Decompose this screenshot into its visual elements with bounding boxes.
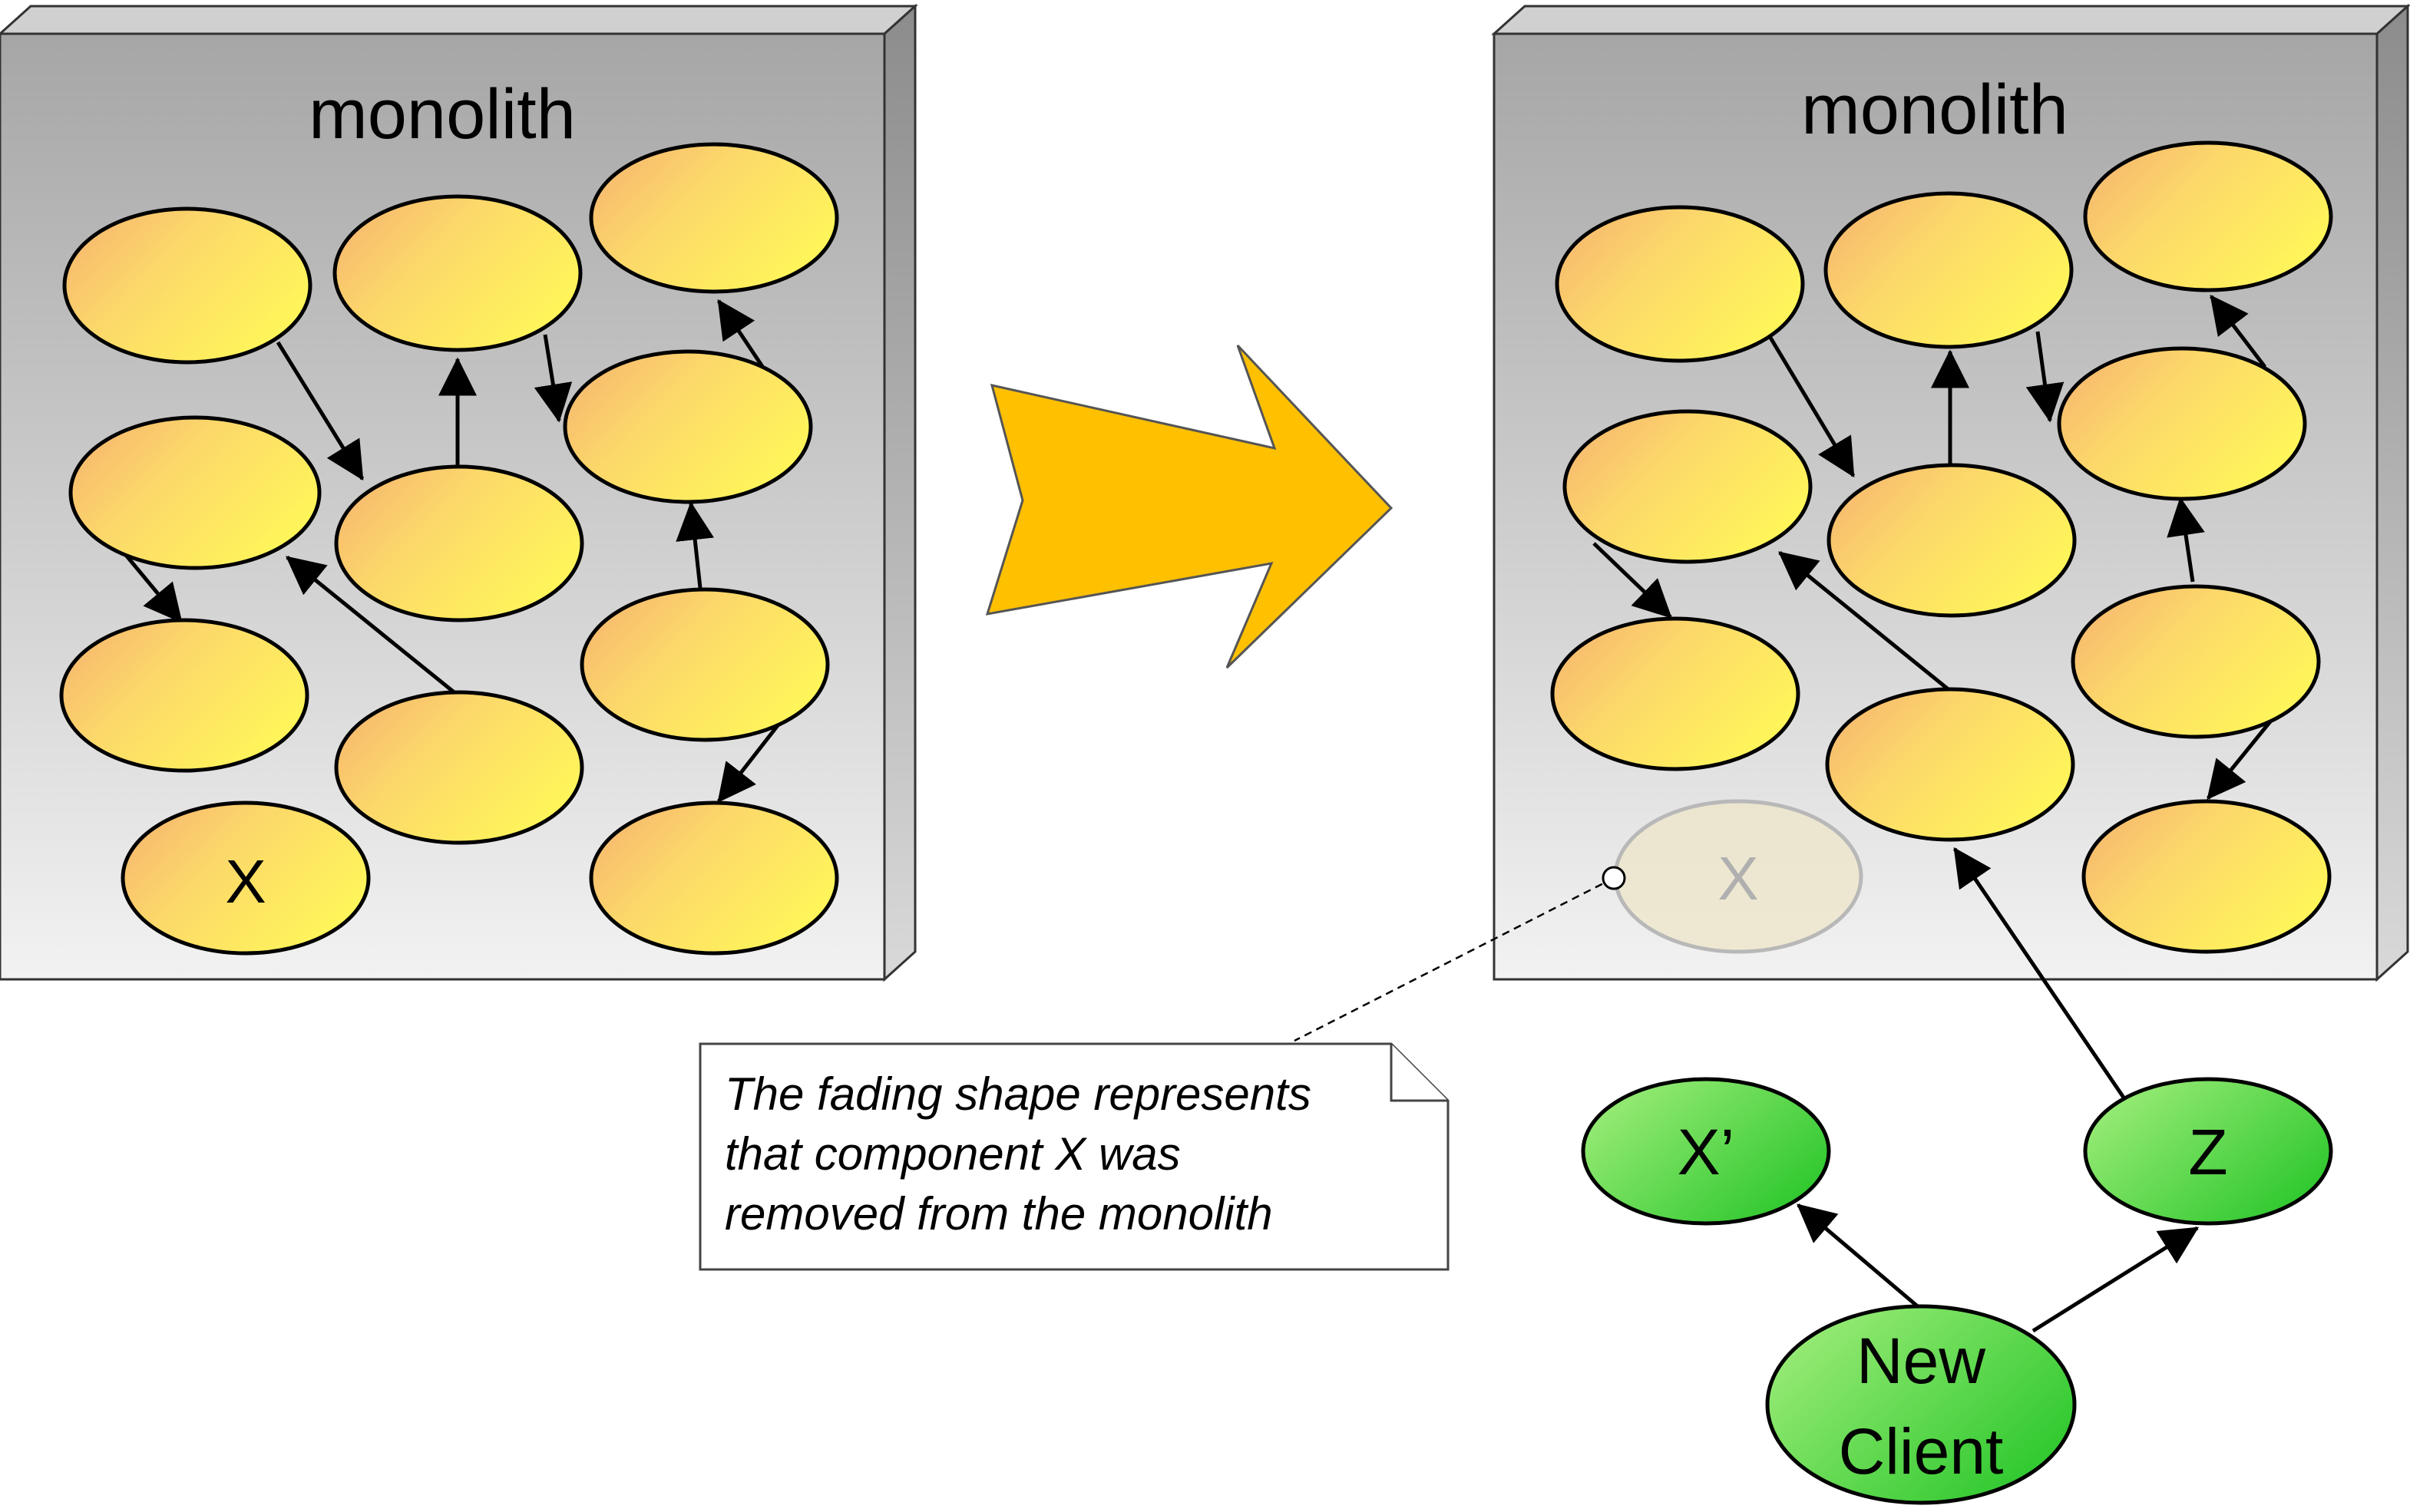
note-line-1: The fading shape represents bbox=[725, 1068, 1311, 1120]
monolith-component bbox=[563, 349, 813, 504]
monolith-component bbox=[589, 801, 839, 956]
removed-component-x-label: X bbox=[1717, 844, 1758, 913]
dependency-arrow bbox=[1778, 551, 1952, 692]
dependency-arrow bbox=[1797, 1203, 1921, 1309]
new-services bbox=[1581, 1077, 2333, 1505]
service-z bbox=[2083, 1077, 2333, 1226]
monolith-component bbox=[580, 587, 830, 742]
note-line-3: removed from the monolith bbox=[725, 1188, 1273, 1240]
dependency-arrow bbox=[120, 548, 183, 623]
dependency-arrow bbox=[2210, 295, 2266, 368]
new-client bbox=[1765, 1304, 2077, 1505]
new-client-label-line-2: Client bbox=[1839, 1415, 2004, 1487]
panel-top-face bbox=[1491, 5, 2410, 35]
transition-arrow bbox=[985, 344, 1393, 669]
panel-top-face bbox=[0, 5, 918, 35]
monolith-component bbox=[334, 690, 584, 845]
panel-side-face bbox=[883, 3, 917, 982]
monolith-component bbox=[332, 194, 583, 352]
note-leader-line bbox=[1294, 876, 1615, 1042]
dependency-arrow bbox=[2167, 497, 2205, 583]
dependency-arrow bbox=[1768, 336, 1856, 478]
monolith-component bbox=[1823, 191, 2074, 349]
note-anchor-point bbox=[1602, 866, 1626, 890]
before-components bbox=[59, 142, 839, 956]
service-x-prime bbox=[1581, 1077, 1831, 1226]
dependency-arrow bbox=[2031, 1226, 2200, 1333]
monolith-component bbox=[334, 464, 584, 622]
dependency-arrow bbox=[276, 341, 365, 481]
dependency-arrow bbox=[676, 501, 715, 589]
monolith-component bbox=[59, 618, 309, 773]
monolith-component bbox=[1827, 463, 2077, 618]
monolith-component bbox=[1562, 409, 1813, 564]
new-client-label-line-1: New bbox=[1856, 1325, 1985, 1397]
monolith-component bbox=[1550, 616, 1800, 771]
component-x bbox=[121, 801, 371, 956]
service-x-prime-label: X’ bbox=[1678, 1116, 1735, 1188]
after-components bbox=[1550, 140, 2333, 954]
dependency-arrow bbox=[2025, 331, 2065, 423]
monolith-component bbox=[2081, 799, 2332, 954]
dependency-arrow bbox=[534, 334, 573, 423]
dependency-arrow bbox=[1952, 847, 2126, 1099]
panel-side-face bbox=[2375, 3, 2409, 982]
after-monolith-title: monolith bbox=[1801, 71, 2068, 149]
component-x-label: X bbox=[225, 847, 266, 916]
new-service-arrows bbox=[1797, 847, 2200, 1333]
monolith-component bbox=[68, 415, 322, 570]
dependency-arrow bbox=[286, 556, 458, 695]
monolith-component bbox=[589, 142, 839, 294]
monolith-component bbox=[1555, 205, 1805, 363]
note-body bbox=[699, 1042, 1450, 1271]
monolith-component bbox=[2057, 346, 2307, 501]
monolith-component bbox=[2071, 584, 2321, 739]
monolith-component bbox=[1825, 687, 2075, 842]
monolith-component bbox=[2083, 140, 2333, 292]
before-dependency-arrows bbox=[120, 299, 791, 803]
before-monolith-title: monolith bbox=[309, 75, 576, 154]
annotation-note: The fading shape represents that compone… bbox=[699, 1042, 1450, 1271]
note-line-2: that component X was bbox=[725, 1128, 1181, 1180]
note-fold bbox=[1390, 1044, 1448, 1102]
service-z-label: Z bbox=[2188, 1116, 2227, 1188]
dependency-arrow bbox=[1592, 542, 1672, 619]
monolith-component bbox=[62, 206, 312, 365]
